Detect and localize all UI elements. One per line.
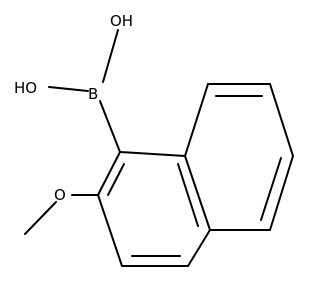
- bond-c8a-c1: [119, 151, 186, 157]
- bond-b-c1: [99, 100, 121, 153]
- label-ho-left: HO: [14, 79, 37, 97]
- bond-ho-b: [48, 86, 89, 92]
- bond-c2-c3: [97, 194, 123, 267]
- bond-c6-c5: [269, 155, 294, 231]
- bond-c1-c2: [97, 151, 121, 196]
- label-oxygen-methoxy: O: [54, 186, 66, 204]
- bond-c6-c5-inner: [260, 157, 282, 221]
- bond-c7-c6: [269, 83, 294, 157]
- bond-c4a-c4: [187, 229, 211, 267]
- label-boron: B: [88, 85, 98, 103]
- bond-c4a-c8a-inner: [177, 163, 199, 227]
- bond-c8a-c8: [184, 83, 209, 157]
- bond-c1-c2-inner: [107, 163, 125, 196]
- bond-lines: [24, 29, 294, 267]
- label-oh-top: OH: [110, 12, 133, 30]
- bond-b-oh-top: [102, 29, 119, 83]
- structure-diagram: OH HO B O: [14, 12, 294, 267]
- atom-labels: OH HO B O: [14, 12, 133, 204]
- bond-c4a-c8a: [184, 155, 211, 231]
- bond-o-ch3: [24, 201, 57, 235]
